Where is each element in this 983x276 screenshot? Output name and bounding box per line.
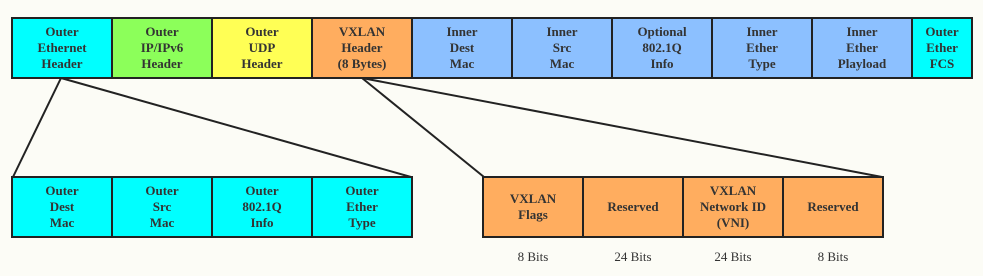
- vxlan-field-cell: VXLAN Flags: [482, 176, 584, 238]
- frame-field-cell: Outer Ethernet Header: [11, 17, 113, 79]
- bit-width-label: 8 Bits: [517, 249, 549, 264]
- bit-width-label: 24 Bits: [614, 249, 652, 264]
- outer-ethernet-field-cell: Outer Dest Mac: [11, 176, 113, 238]
- frame-field-cell: Outer Ether FCS: [911, 17, 973, 79]
- vxlan-right-connector: [361, 77, 883, 178]
- outer-ethernet-right-connector: [60, 77, 412, 178]
- vxlan-left-connector: [361, 77, 485, 178]
- frame-field-cell: Inner Ether Playload: [811, 17, 913, 79]
- vxlan-field-cell: Reserved: [582, 176, 684, 238]
- vxlan-field-cell: Reserved: [782, 176, 884, 238]
- frame-field-cell: Inner Src Mac: [511, 17, 613, 79]
- frame-field-cell: Inner Dest Mac: [411, 17, 513, 79]
- bit-width-label: 8 Bits: [817, 249, 849, 264]
- frame-field-cell: VXLAN Header (8 Bytes): [311, 17, 413, 79]
- vxlan-field-cell: VXLAN Network ID (VNI): [682, 176, 784, 238]
- bit-width-label: 24 Bits: [714, 249, 752, 264]
- frame-field-cell: Optional 802.1Q Info: [611, 17, 713, 79]
- outer-ethernet-left-connector: [12, 77, 62, 178]
- frame-field-cell: Outer UDP Header: [211, 17, 313, 79]
- outer-ethernet-field-cell: Outer Src Mac: [111, 176, 213, 238]
- outer-ethernet-field-cell: Outer 802.1Q Info: [211, 176, 313, 238]
- frame-field-cell: Outer IP/IPv6 Header: [111, 17, 213, 79]
- outer-ethernet-field-cell: Outer Ether Type: [311, 176, 413, 238]
- frame-field-cell: Inner Ether Type: [711, 17, 813, 79]
